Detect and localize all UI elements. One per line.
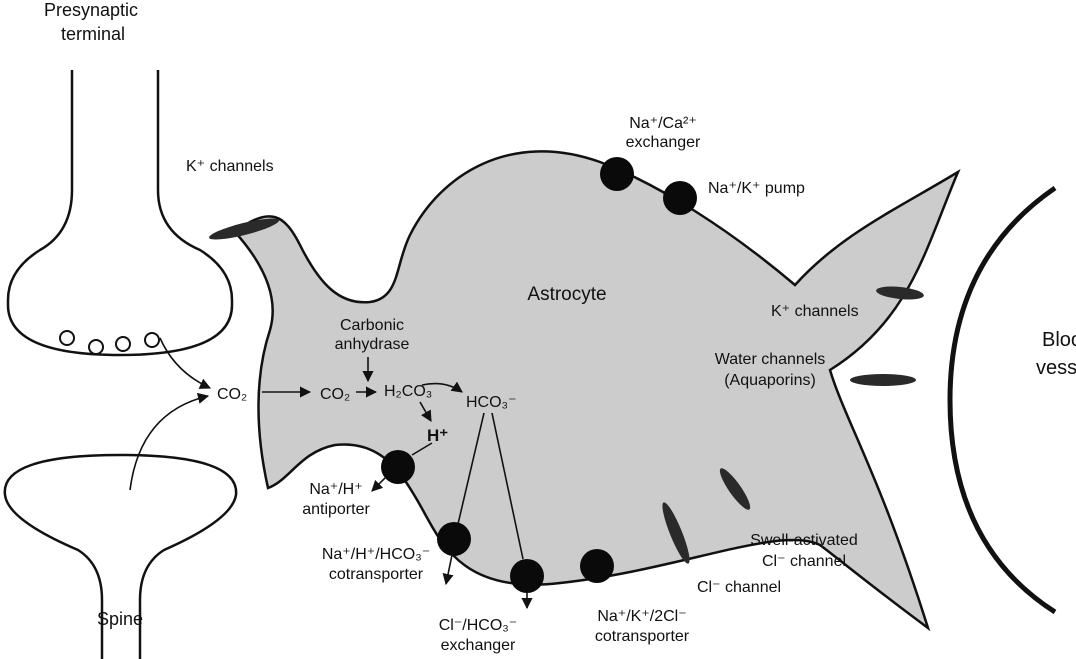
aquaporin-channel (850, 374, 916, 386)
channels (209, 218, 924, 564)
k-channels-left-label: K⁺ channels (186, 158, 274, 175)
na-h-antiporter-label: Na⁺/H⁺ (309, 481, 362, 498)
na-h-hco3-label: Na⁺/H⁺/HCO₃⁻ (322, 546, 430, 563)
cl-hco3-exchanger-dot (510, 559, 544, 593)
swell-activated-label: Swell-activated (750, 532, 858, 549)
synaptic-vesicles (59, 330, 160, 355)
h2co3-to-hco3-arrow (421, 381, 463, 393)
swell-activated-label-2: Cl⁻ channel (762, 553, 846, 570)
reaction-arrows (129, 337, 533, 610)
blood-label: Blood (1042, 329, 1076, 351)
na-h-antiporter-label-2: antiporter (302, 501, 370, 518)
na-h-hco3-cotransporter-dot (437, 522, 471, 556)
cl-channel (662, 502, 690, 564)
hco3-to-exchanger-line (491, 412, 524, 560)
carbonic-anhydrase-label-2: anhydrase (335, 336, 410, 353)
hco3-label: HCO₃⁻ (466, 394, 517, 411)
astrocyte-label: Astrocyte (527, 284, 606, 305)
cotransporter-out-arrow (442, 554, 454, 586)
astrocyte-body (233, 150, 961, 632)
antiporter-out-arrow (371, 477, 386, 492)
k-channel-right (876, 286, 924, 300)
nkcc-label: Na⁺/K⁺/2Cl⁻ (597, 608, 686, 625)
blood-vessel-wall (947, 185, 1057, 615)
h-ion-label: H⁺ (427, 426, 448, 445)
labels: Presynaptic terminal Spine Astrocyte Blo… (44, 0, 1076, 654)
nkcc-cotransporter-dot (580, 549, 614, 583)
swell-activated-cl-channel (719, 468, 751, 510)
cl-channel-label: Cl⁻ channel (697, 579, 781, 596)
dendritic-spine (3, 453, 238, 659)
k-channels-right-label: K⁺ channels (771, 303, 859, 320)
nkcc-label-2: cotransporter (595, 628, 690, 645)
h-to-antiporter-line (411, 442, 433, 456)
vessel-label: vessel (1036, 357, 1076, 379)
na-ca-label: Na⁺/Ca²⁺ (629, 115, 697, 132)
spine-label: Spine (97, 609, 143, 629)
h2co3-label: H₂CO₃ (384, 383, 432, 400)
cl-hco3-label: Cl⁻/HCO₃⁻ (439, 617, 518, 634)
na-k-pump-label: Na⁺/K⁺ pump (708, 180, 805, 197)
co2-outside-label: CO₂ (217, 386, 247, 403)
carbonic-anhydrase-label: Carbonic (340, 317, 404, 334)
presynaptic-terminal (6, 70, 234, 357)
transporters (381, 157, 697, 593)
na-ca-label-2: exchanger (626, 134, 701, 151)
na-h-hco3-label-2: cotransporter (329, 566, 424, 583)
k-channel-left (209, 218, 279, 240)
cl-hco3-label-2: exchanger (441, 637, 516, 654)
co2-inside-label: CO₂ (320, 386, 350, 403)
na-ca-exchanger-dot (600, 157, 634, 191)
na-k-pump-dot (663, 181, 697, 215)
aquaporins-label: (Aquaporins) (724, 372, 816, 389)
hco3-to-cotransporter-line (457, 412, 485, 525)
presynaptic-label-2: terminal (61, 24, 125, 44)
na-h-antiporter-dot (381, 450, 415, 484)
presynaptic-label: Presynaptic (44, 0, 138, 20)
water-channels-label: Water channels (715, 351, 826, 368)
h2co3-to-h-arrow (419, 401, 432, 422)
co2-release-arrow (159, 337, 212, 389)
co2-spine-arrow (129, 392, 210, 491)
